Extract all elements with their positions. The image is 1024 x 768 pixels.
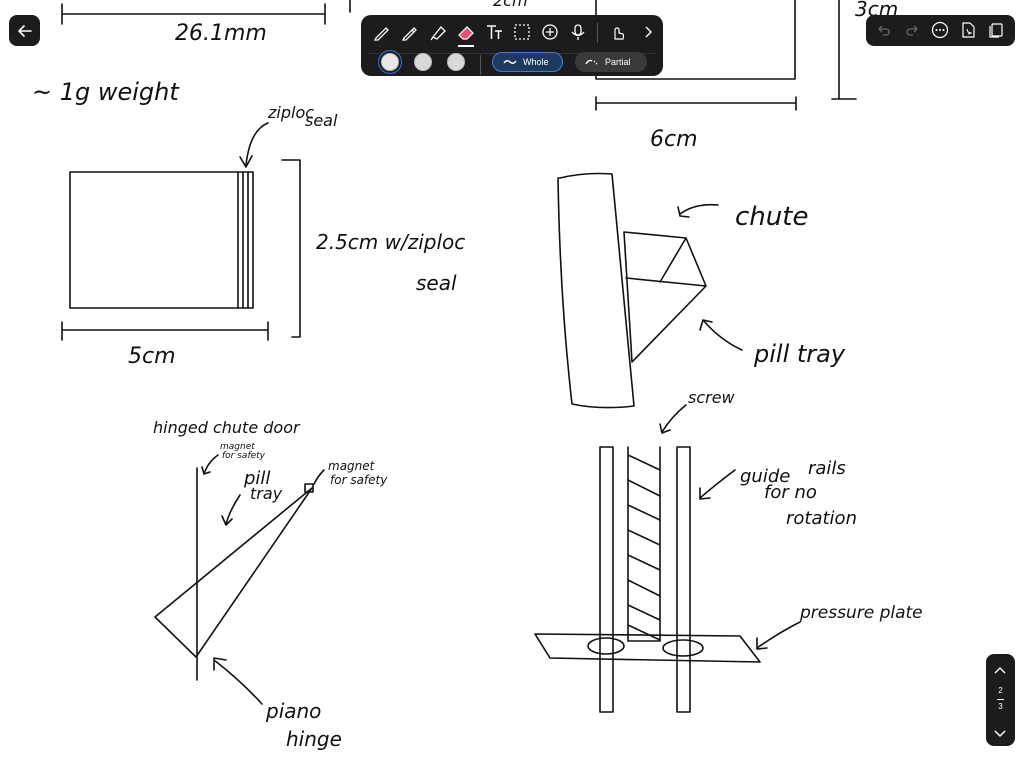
ziploc-callout-line1: ziploc <box>267 103 314 122</box>
magnet-note-right-line2: for safety <box>330 473 388 487</box>
back-button[interactable] <box>9 15 40 46</box>
redo-button[interactable] <box>902 20 922 40</box>
magnet-note-small-line2: for safety <box>222 451 266 461</box>
partial-wave-icon <box>585 59 599 66</box>
eraser-tool[interactable] <box>455 21 477 43</box>
lasso-icon <box>514 24 530 40</box>
screw-label: screw <box>688 388 736 407</box>
lasso-tool[interactable] <box>511 21 533 43</box>
ziploc-callout-line2: seal <box>305 111 338 130</box>
eraser-whole-label: Whole <box>523 57 549 67</box>
toolbar-more-button[interactable] <box>637 21 659 43</box>
pen-tool[interactable] <box>371 21 393 43</box>
add-shape-icon <box>542 24 558 40</box>
piano-hinge-line1: piano <box>265 699 321 723</box>
wave-icon <box>503 60 517 64</box>
eraser-size-medium[interactable] <box>414 53 432 71</box>
eraser-size-large[interactable] <box>447 53 465 71</box>
magnet-note-small-line1: magnet <box>220 442 255 452</box>
text-icon <box>487 25 502 39</box>
arrow-left-icon <box>17 24 32 37</box>
page-number-divider <box>997 699 1004 700</box>
height-label-line1: 2.5cm w/ziploc <box>316 230 465 254</box>
more-icon <box>931 21 949 39</box>
add-shape-tool[interactable] <box>539 21 561 43</box>
guide-rails-line3: for no <box>764 482 817 503</box>
toolbar-divider <box>597 23 598 43</box>
weight-note: ~ 1g weight <box>32 78 180 106</box>
pressure-plate-label: pressure plate <box>799 603 923 623</box>
previous-page-button[interactable] <box>993 662 1007 680</box>
guide-rails-line2: rails <box>808 458 846 479</box>
undo-icon <box>878 25 890 36</box>
pages-icon <box>989 23 1003 38</box>
pen-icon <box>373 27 389 41</box>
page-navigator: 2 3 <box>986 654 1015 746</box>
chevron-up-icon <box>994 667 1006 674</box>
hinged-door-label: hinged chute door <box>153 418 301 437</box>
microphone-tool[interactable] <box>567 21 589 43</box>
pill-tray-small-line1: pill <box>243 468 270 489</box>
top-left-dimension <box>61 0 351 25</box>
more-options-button[interactable] <box>930 20 950 40</box>
eraser-size-small[interactable] <box>381 53 399 71</box>
guide-rails-line4: rotation <box>786 508 857 529</box>
eraser-whole-button[interactable]: Whole <box>492 52 563 72</box>
drawing-toolbar: Whole Partial <box>361 15 663 76</box>
magnet-note-right-line1: magnet <box>328 459 376 473</box>
text-tool[interactable] <box>483 21 505 43</box>
dimension-2cm: 2cm <box>493 0 528 10</box>
undo-button[interactable] <box>874 20 894 40</box>
toolbar-divider-2 <box>480 55 481 75</box>
finger-draw-icon <box>614 27 625 40</box>
eraser-partial-label: Partial <box>605 57 631 67</box>
add-page-button[interactable] <box>958 20 978 40</box>
eraser-icon <box>458 26 474 40</box>
pencil-icon <box>401 27 417 41</box>
microphone-icon <box>571 24 585 40</box>
next-page-button[interactable] <box>993 726 1007 744</box>
piano-hinge-line2: hinge <box>286 727 342 751</box>
redo-icon <box>906 25 918 36</box>
document-actions-bar <box>866 15 1015 46</box>
eraser-partial-button[interactable]: Partial <box>575 52 647 72</box>
guide-rails-line1: guide <box>740 466 790 487</box>
pill-tray-small-line2: tray <box>250 484 283 503</box>
chute-label: chute <box>735 202 808 232</box>
chevron-right-icon <box>645 26 652 38</box>
width-5cm-label: 5cm <box>128 344 176 369</box>
fountain-pen-icon <box>430 26 446 41</box>
chute-sketch <box>557 172 743 409</box>
ziploc-bag-sketch <box>61 122 301 341</box>
height-label-line2: seal <box>416 271 457 295</box>
highlighter-tool[interactable] <box>427 21 449 43</box>
top-right-box <box>595 0 857 111</box>
chevron-down-icon <box>994 730 1006 737</box>
screw-assembly-sketch <box>534 404 801 713</box>
add-page-icon <box>962 22 975 38</box>
dimension-26mm: 26.1mm <box>175 21 267 46</box>
active-tool-indicator <box>458 45 474 47</box>
total-page-number: 3 <box>998 702 1003 711</box>
dimension-6cm: 6cm <box>650 127 698 152</box>
current-page-number: 2 <box>998 686 1003 695</box>
finger-draw-tool[interactable] <box>607 21 629 43</box>
page-overview-button[interactable] <box>986 20 1006 40</box>
pencil-tool[interactable] <box>399 21 421 43</box>
hinged-door-sketch <box>154 454 325 705</box>
pill-tray-label: pill tray <box>753 340 846 368</box>
